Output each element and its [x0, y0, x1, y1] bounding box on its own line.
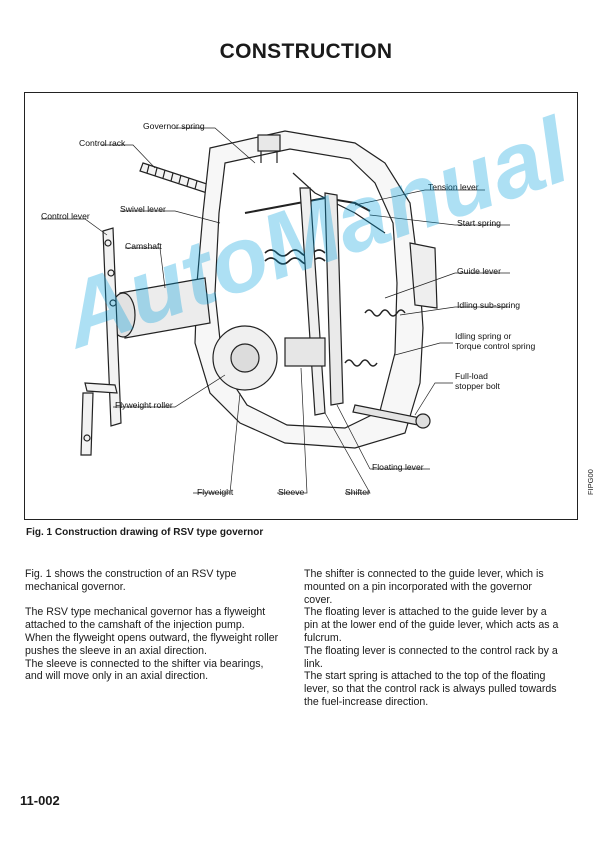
label-full-load-1: Full-load: [455, 371, 488, 381]
text-column-left: Fig. 1 shows the construction of an RSV …: [25, 568, 283, 683]
label-full-load-2: stopper bolt: [455, 381, 500, 391]
label-control-rack: Control rack: [79, 138, 126, 148]
label-idling-spring-2: Torque control spring: [455, 341, 536, 351]
label-swivel-lever: Swivel lever: [120, 204, 166, 214]
label-idling-spring-1: Idling spring or: [455, 331, 512, 341]
label-flyweight-roller: Flyweight roller: [115, 400, 173, 410]
paragraph: The shifter is connected to the guide le…: [304, 568, 544, 606]
label-camshaft: Camshaft: [125, 241, 162, 251]
figure-box: Governor spring Control rack Swivel leve…: [24, 92, 595, 520]
label-idling-sub-spring: Idling sub-spring: [457, 300, 521, 310]
label-tension-lever: Tension lever: [428, 182, 479, 192]
label-shifter: Shifter: [345, 487, 370, 497]
label-governor-spring: Governor spring: [143, 121, 205, 131]
paragraph: The RSV type mechanical governor has a f…: [25, 606, 266, 632]
page-title: CONSTRUCTION: [219, 40, 393, 63]
figure-code: FIPG00: [586, 469, 595, 495]
label-control-lever: Control lever: [41, 211, 90, 221]
page-number: 11-002: [20, 793, 60, 808]
paragraph: The floating lever is attached to the gu…: [304, 606, 559, 644]
text-column-right: The shifter is connected to the guide le…: [304, 568, 562, 709]
figure-caption: Fig. 1 Construction drawing of RSV type …: [26, 527, 264, 538]
paragraph: Fig. 1 shows the construction of an RSV …: [25, 568, 237, 593]
governor-drawing: [41, 127, 510, 494]
paragraph: The sleeve is connected to the shifter v…: [25, 657, 264, 683]
paragraph: When the flyweight opens outward, the fl…: [25, 631, 279, 657]
label-start-spring: Start spring: [457, 218, 501, 228]
label-sleeve: Sleeve: [278, 487, 305, 497]
label-floating-lever: Floating lever: [372, 462, 424, 472]
paragraph: The floating lever is connected to the c…: [304, 644, 558, 670]
label-guide-lever: Guide lever: [457, 266, 501, 276]
label-flyweight: Flyweight: [197, 487, 234, 497]
paragraph: The start spring is attached to the top …: [304, 670, 557, 708]
